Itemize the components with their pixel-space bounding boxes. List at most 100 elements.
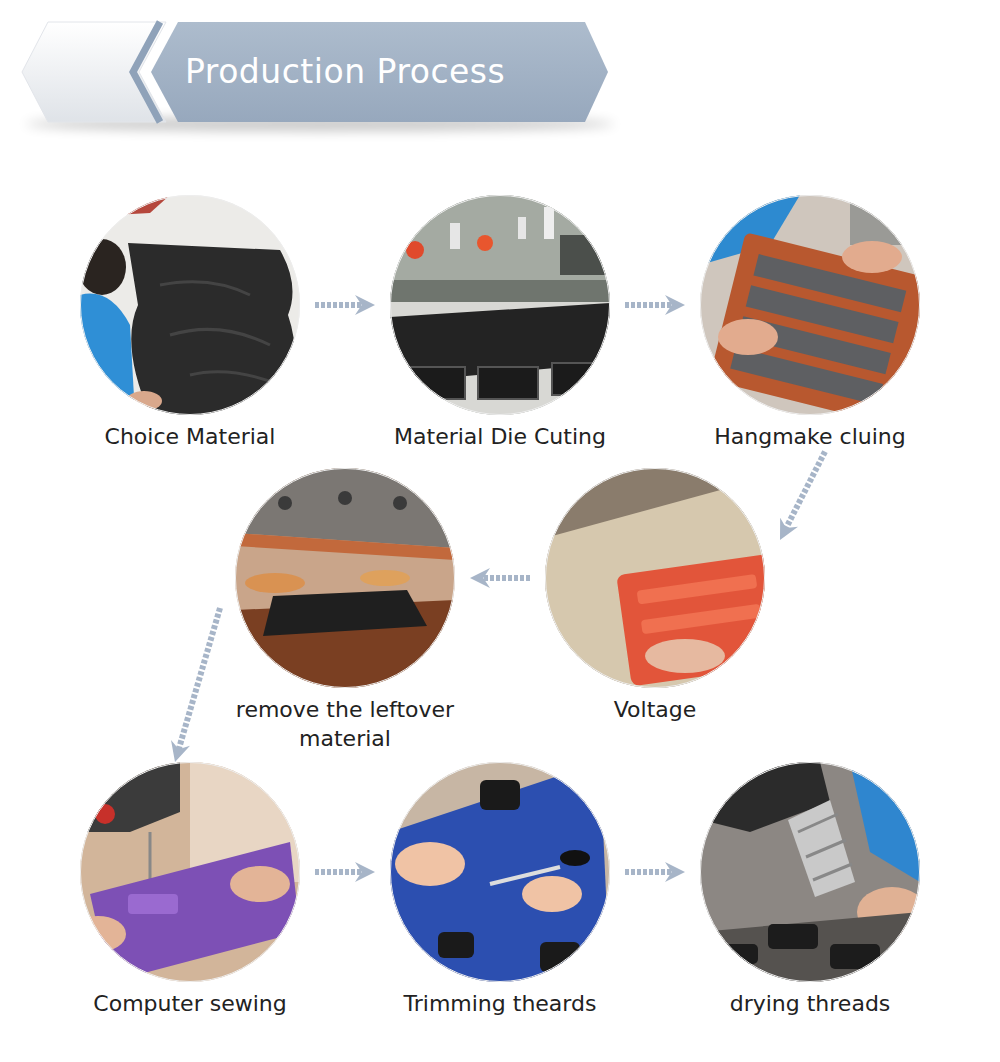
photo-die-cutting-shape [390,195,610,415]
photo-sewing-shape [90,842,300,982]
process-step: Hangmake cluing [685,195,935,452]
connector-group [178,305,825,872]
photo-press-machine-shape [263,590,427,636]
photo-drying-shape [813,864,852,880]
photo-trimming-shape [522,876,582,912]
photo-sewing-shape [95,804,115,824]
flow-arrow [625,302,675,308]
photo-trimming-shape [438,932,474,958]
photo-die-cutting [390,195,610,415]
flow-arrow [480,575,530,581]
banner-left-tab [22,22,166,122]
photo-trimming-shape [560,850,590,866]
banner-title: Production Process [185,53,505,91]
photo-die-cutting-shape [560,235,610,275]
photo-die-cutting-shape [518,217,526,239]
photo-trimming [390,762,610,982]
photo-drying-shape [700,912,920,982]
step-circle [545,468,765,688]
photo-trimming-shape [540,942,580,972]
photo-press-machine [235,468,455,688]
photo-sewing-shape [70,916,126,952]
step-circle [80,762,300,982]
step-label: Voltage [530,696,780,725]
photo-hand-gluing [700,195,930,426]
flow-arrow [785,452,825,531]
photo-choice-material-shape [80,195,300,415]
photo-die-cutting-shape [450,223,460,249]
process-step: Material Die Cuting [375,195,625,452]
photo-trimming-shape [480,780,520,810]
photo-trimming [390,762,610,982]
photo-press-machine-shape [338,491,352,505]
step-label: Trimming theards [375,990,625,1019]
photo-sewing [70,762,300,982]
photo-drying-shape [806,840,846,857]
photo-press-machine [235,468,455,688]
step-circle-outline [81,763,300,982]
photo-drying-shape [788,800,855,897]
flow-arrow [315,302,365,308]
step-label: Computer sewing [65,990,315,1019]
photo-choice-material-shape [80,294,135,415]
process-step: Choice Material [65,195,315,452]
photo-drying [700,762,927,982]
photo-drying-shape [768,924,818,949]
title-banner [22,22,615,131]
step-circle [700,762,920,982]
step-circle [235,468,455,688]
photo-die-cutting-shape [390,280,610,302]
photo-die-cutting-shape [390,195,610,280]
photo-choice-material [78,195,300,415]
process-step: remove the leftover material [220,468,470,753]
photo-sewing-shape [80,762,180,832]
step-label: Hangmake cluing [685,423,935,452]
step-circle-outline [546,469,765,688]
photo-choice-material-shape [160,282,280,385]
step-label: drying threads [685,990,935,1019]
step-circle [390,762,610,982]
photo-die-cutting [390,195,610,415]
photo-die-cutting-shape [544,207,554,239]
photo-sewing-shape [128,894,178,914]
photo-drying-shape [850,762,920,882]
photo-pressing [545,468,790,688]
step-circle [700,195,920,415]
photo-pressing-shape-shape [641,604,762,635]
photo-die-cutting-shape [552,363,604,395]
photo-hand-gluing [700,195,930,426]
step-label: Choice Material [65,423,315,452]
photo-hand-gluing-shape [850,195,920,245]
photo-press-machine-shape [245,573,305,593]
photo-trimming-shape [390,762,610,982]
photo-trimming-shape [490,867,560,884]
photo-pressing-shape [645,639,725,673]
banner-body [151,22,608,122]
photo-choice-material-shape [78,239,126,295]
photo-trimming-shape [390,762,610,982]
photo-hand-gluing-shape [709,232,930,425]
step-circle-outline [81,196,300,415]
photo-sewing [70,762,300,982]
photo-sewing-shape [230,866,290,902]
step-circle-outline [701,196,920,415]
process-step: Computer sewing [65,762,315,1019]
photo-choice-material-shape [80,195,170,217]
flow-arrow [178,608,220,752]
process-step: Trimming theards [375,762,625,1019]
photo-die-cutting-shape [405,367,465,399]
photo-press-machine-shape [235,468,455,688]
photo-hand-gluing-shape-shape [730,347,883,405]
process-step: Voltage [530,468,780,725]
photo-drying-shape [830,944,880,969]
photo-press-machine-shape [235,533,455,560]
step-label: remove the leftover material [220,696,470,753]
photo-die-cutting-shape [390,302,610,415]
step-circle-outline [236,469,455,688]
step-circle [390,195,610,415]
step-circle [80,195,300,415]
photo-die-cutting-shape [477,235,493,251]
